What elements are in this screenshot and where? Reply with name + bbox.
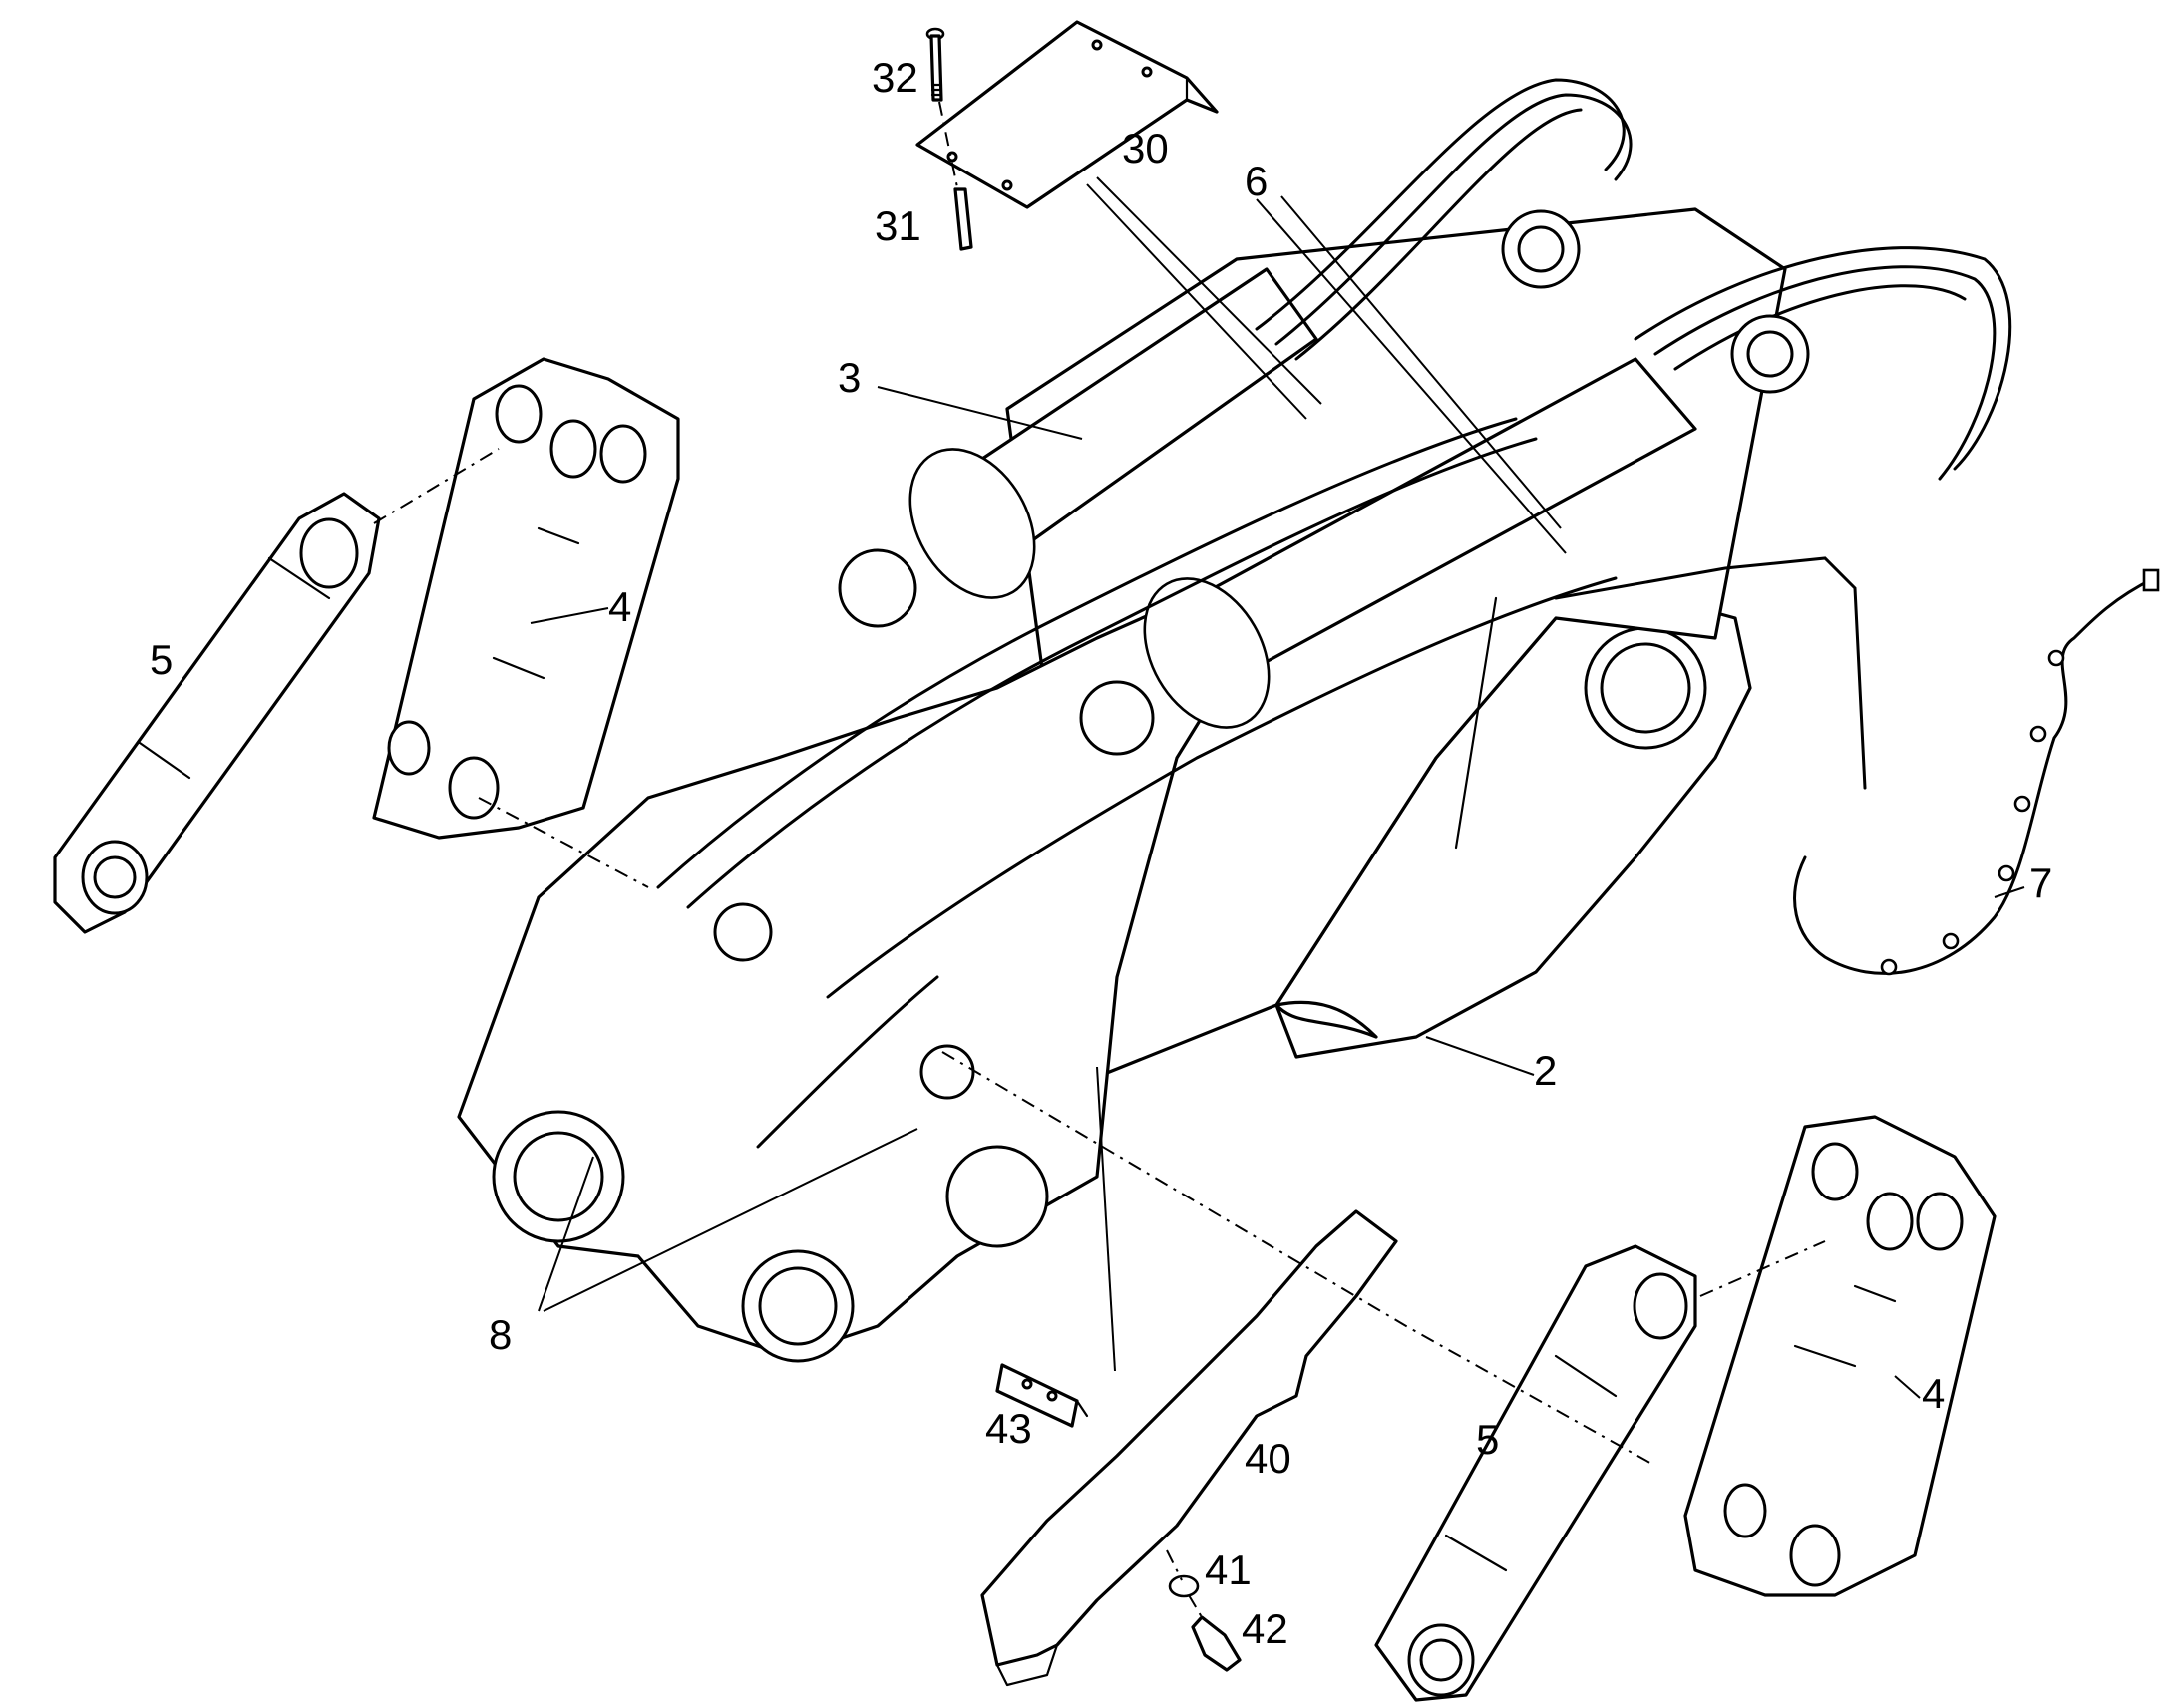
callout-2: 2 bbox=[1534, 1047, 1557, 1094]
bolt-32 bbox=[925, 27, 945, 102]
leader-4-lower bbox=[1894, 1375, 1921, 1399]
callout-8: 8 bbox=[489, 1311, 512, 1358]
callout-31: 31 bbox=[875, 202, 921, 249]
washer-41 bbox=[1168, 1574, 1200, 1598]
leader-7 bbox=[1994, 886, 2025, 898]
leader-6 bbox=[1256, 195, 1567, 554]
bolt-42 bbox=[1191, 1615, 1242, 1672]
bracket-4-upper bbox=[372, 357, 680, 840]
leader-2 bbox=[1425, 1036, 1535, 1076]
hose-harness bbox=[656, 417, 1867, 1149]
callout-42: 42 bbox=[1242, 1605, 1288, 1652]
link-rod-5-lower bbox=[1374, 1244, 1697, 1702]
callout-30: 30 bbox=[1122, 125, 1169, 171]
bracket-4-lower bbox=[1683, 1115, 1997, 1597]
assembly-line-5-lower bbox=[1699, 1240, 1826, 1297]
leader-4-upper bbox=[530, 607, 609, 624]
guard-plate-40 bbox=[980, 1209, 1398, 1687]
leader-3 bbox=[877, 386, 1083, 440]
callout-5-upper: 5 bbox=[150, 636, 173, 683]
callout-4-lower: 4 bbox=[1922, 1370, 1945, 1417]
hydraulic-cylinder-3 bbox=[838, 267, 1697, 756]
bracket-43 bbox=[995, 1363, 1089, 1428]
assembly-line-4-upper bbox=[478, 797, 649, 888]
callout-5-lower: 5 bbox=[1476, 1416, 1499, 1463]
callout-41: 41 bbox=[1205, 1546, 1252, 1593]
leader-40 bbox=[1096, 1066, 1116, 1372]
assembly-line-5-upper bbox=[373, 448, 500, 524]
callout-7: 7 bbox=[2029, 859, 2052, 906]
link-rod-5-upper bbox=[53, 492, 381, 934]
callout-6: 6 bbox=[1245, 158, 1268, 204]
leader-30 bbox=[1086, 176, 1322, 420]
callout-40: 40 bbox=[1245, 1435, 1291, 1482]
callout-43: 43 bbox=[985, 1405, 1032, 1452]
assembly-line-41-42 bbox=[1166, 1549, 1203, 1618]
callout-3: 3 bbox=[838, 354, 861, 401]
cable-harness-7 bbox=[1793, 568, 2160, 976]
leader-8 bbox=[538, 1128, 918, 1312]
callout-4-upper: 4 bbox=[608, 583, 631, 630]
callout-32: 32 bbox=[872, 54, 918, 101]
hoses-upper bbox=[1255, 78, 2012, 481]
pin-31 bbox=[953, 187, 973, 251]
cover-plate-30 bbox=[915, 20, 1219, 209]
assembly-line-4-lower bbox=[941, 1051, 1656, 1467]
assembly-line-30 bbox=[938, 101, 958, 188]
